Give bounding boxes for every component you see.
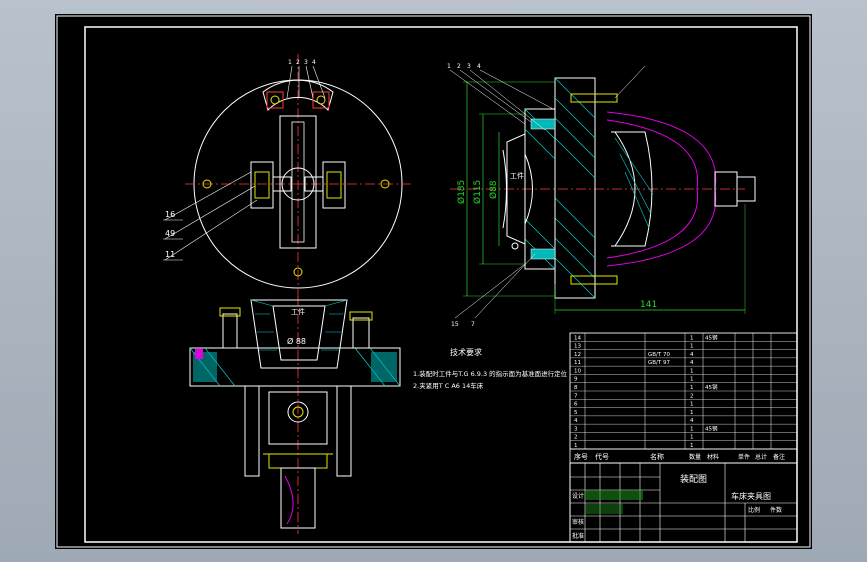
callout-plan-top-0: 1	[288, 59, 292, 66]
side-callout-1: 2	[457, 63, 461, 70]
bom-cell: 1	[690, 410, 694, 416]
bom-cell: 10	[574, 368, 581, 374]
bom-cell: 1	[574, 443, 578, 449]
dim-width: 141	[640, 300, 657, 310]
title-checked: 审核	[572, 518, 584, 526]
bom-cell: 12	[574, 352, 581, 358]
bom-header-mat: 材料	[707, 453, 719, 461]
bom-cell: 6	[574, 402, 578, 408]
side-callout-2: 3	[467, 63, 471, 70]
bom-cell: 1	[690, 368, 694, 374]
title-assembly: 装配图	[680, 473, 707, 485]
notes-line-1: 1.装配时工件与T.G 6.9.3 的指示面为基准面进行定位	[413, 369, 568, 378]
bom-cell: 4	[690, 352, 694, 358]
bom-header-no: 序号	[574, 452, 588, 461]
title-scale-label: 比例	[748, 506, 760, 514]
dim-inner-diameter: Ø88	[488, 180, 499, 199]
bom-cell: 13	[574, 344, 581, 350]
callout-plan-top-2: 3	[304, 59, 308, 66]
notes-title: 技术要求	[450, 347, 482, 357]
bom-header-mass: 单件	[738, 453, 750, 461]
bom-cell: 1	[690, 402, 694, 408]
callout-plan-0: 16	[165, 210, 175, 219]
bom-cell: 14	[574, 335, 581, 341]
section-dim: Ø 88	[287, 336, 306, 346]
bom-cell: 3	[574, 426, 578, 432]
bom-cell: 7	[574, 393, 578, 399]
bom-cell: 5	[574, 410, 578, 416]
bom-cell: 1	[690, 344, 694, 350]
section-view: Ø 88 工件	[189, 296, 401, 534]
bom-cell: 45钢	[705, 333, 718, 341]
bom-cell: 4	[690, 360, 694, 366]
bom-header-total: 总计	[755, 453, 767, 461]
bom-cell: 1	[690, 377, 694, 383]
bom-cell: 1	[690, 435, 694, 441]
bom-cell: 1	[690, 335, 694, 341]
outer-frame	[56, 15, 811, 548]
drawing-canvas[interactable]: 16 49 11 1 2 3 4	[55, 14, 812, 549]
side-part-label: 工件	[510, 171, 524, 180]
dim-outer-diameter: Ø185	[456, 180, 467, 204]
side-view: Ø185 Ø115 Ø88 141 工件 1 2 3 4 15 7	[447, 63, 756, 328]
bom-cell: 4	[690, 418, 694, 424]
title-drawn: 设计	[572, 492, 584, 500]
bom-cell: 45钢	[705, 424, 718, 432]
section-part-label: 工件	[291, 307, 305, 316]
callout-plan-top-3: 4	[312, 59, 316, 66]
bom-header-name: 名称	[650, 452, 664, 461]
callout-plan-1: 49	[165, 229, 175, 238]
title-block: 装配图 车床夹具图 比例 件数 设计 审核 批准	[569, 462, 798, 543]
bom-header-note: 备注	[773, 453, 785, 461]
bom-cell: 4	[574, 418, 578, 424]
bom-cell: 2	[574, 435, 578, 441]
bom-cell: 2	[690, 393, 694, 399]
notes-line-2: 2.夹紧用T C A6 14车床	[413, 381, 484, 390]
bom-cell: GB/T 97	[648, 360, 670, 366]
bom-cell: 1	[690, 426, 694, 432]
plan-view: 16 49 11 1 2 3 4	[163, 54, 411, 302]
cad-drawing: 16 49 11 1 2 3 4	[56, 15, 811, 548]
bom-cell: 8	[574, 385, 578, 391]
bom-cell: 11	[574, 360, 581, 366]
title-approved: 批准	[572, 532, 584, 540]
inner-frame	[84, 26, 798, 543]
technical-notes: 技术要求 1.装配时工件与T.G 6.9.3 的指示面为基准面进行定位 2.夹紧…	[413, 347, 568, 390]
bom-cell: 9	[574, 377, 578, 383]
bom-cell: 1	[690, 443, 694, 449]
bom-cell: 1	[690, 385, 694, 391]
bom-header-qty: 数量	[689, 453, 701, 461]
dim-mid-diameter: Ø115	[472, 180, 483, 204]
callout-plan-top-1: 2	[296, 59, 300, 66]
title-qty-label: 件数	[770, 506, 782, 514]
side-callout-3: 4	[477, 63, 481, 70]
bom-cell: GB/T 70	[648, 352, 670, 358]
title-name: 车床夹具图	[731, 491, 771, 501]
bom-cell: 45钢	[705, 383, 718, 391]
side-callout-0: 1	[447, 63, 451, 70]
side-callout-bottom-1: 7	[471, 321, 475, 328]
callout-plan-2: 11	[165, 250, 175, 259]
bom-header-code: 代号	[595, 452, 609, 461]
side-callout-bottom-0: 15	[451, 321, 459, 328]
